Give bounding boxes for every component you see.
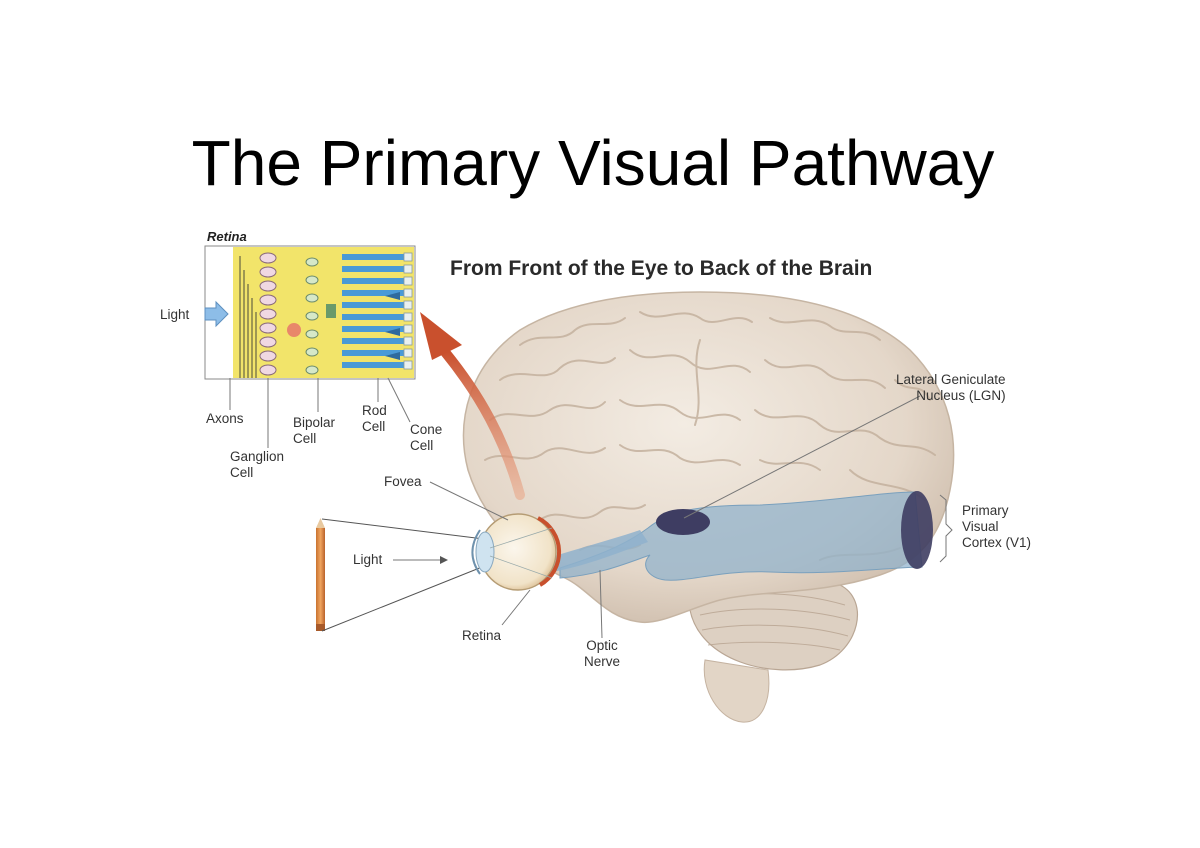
brain-stem [703,659,770,723]
retina-label: Retina [462,628,502,643]
retina-inset [204,245,416,448]
optic-nerve-label: Optic Nerve [584,638,621,669]
v1-label: Primary Visual Cortex (V1) [962,503,1032,550]
diagram-subtitle: From Front of the Eye to Back of the Bra… [450,257,873,280]
lgn-shape [656,509,710,535]
optic-nerve-shape [548,530,648,572]
retina-zoom-arrowhead [420,312,462,360]
retina-inset-heading: Retina [207,229,247,244]
ganglion-cell-label: Ganglion Cell [230,449,285,480]
slide-title: The Primary Visual Pathway [191,127,995,199]
cone-cell-label: Cone Cell [410,422,443,453]
lgn-label: Lateral Geniculate Nucleus (LGN) [896,372,1006,403]
v1-shape [901,491,933,569]
axons-label: Axons [206,411,244,426]
retina-light-label: Light [160,307,190,322]
bipolar-cell-label: Bipolar Cell [293,415,336,446]
retina-zoom-arrow [440,347,525,500]
rod-cell-label: Rod Cell [362,403,387,434]
light-label: Light [353,552,383,567]
retina-light-arrow [204,300,229,328]
pencil [316,528,325,628]
fovea-label: Fovea [384,474,422,489]
